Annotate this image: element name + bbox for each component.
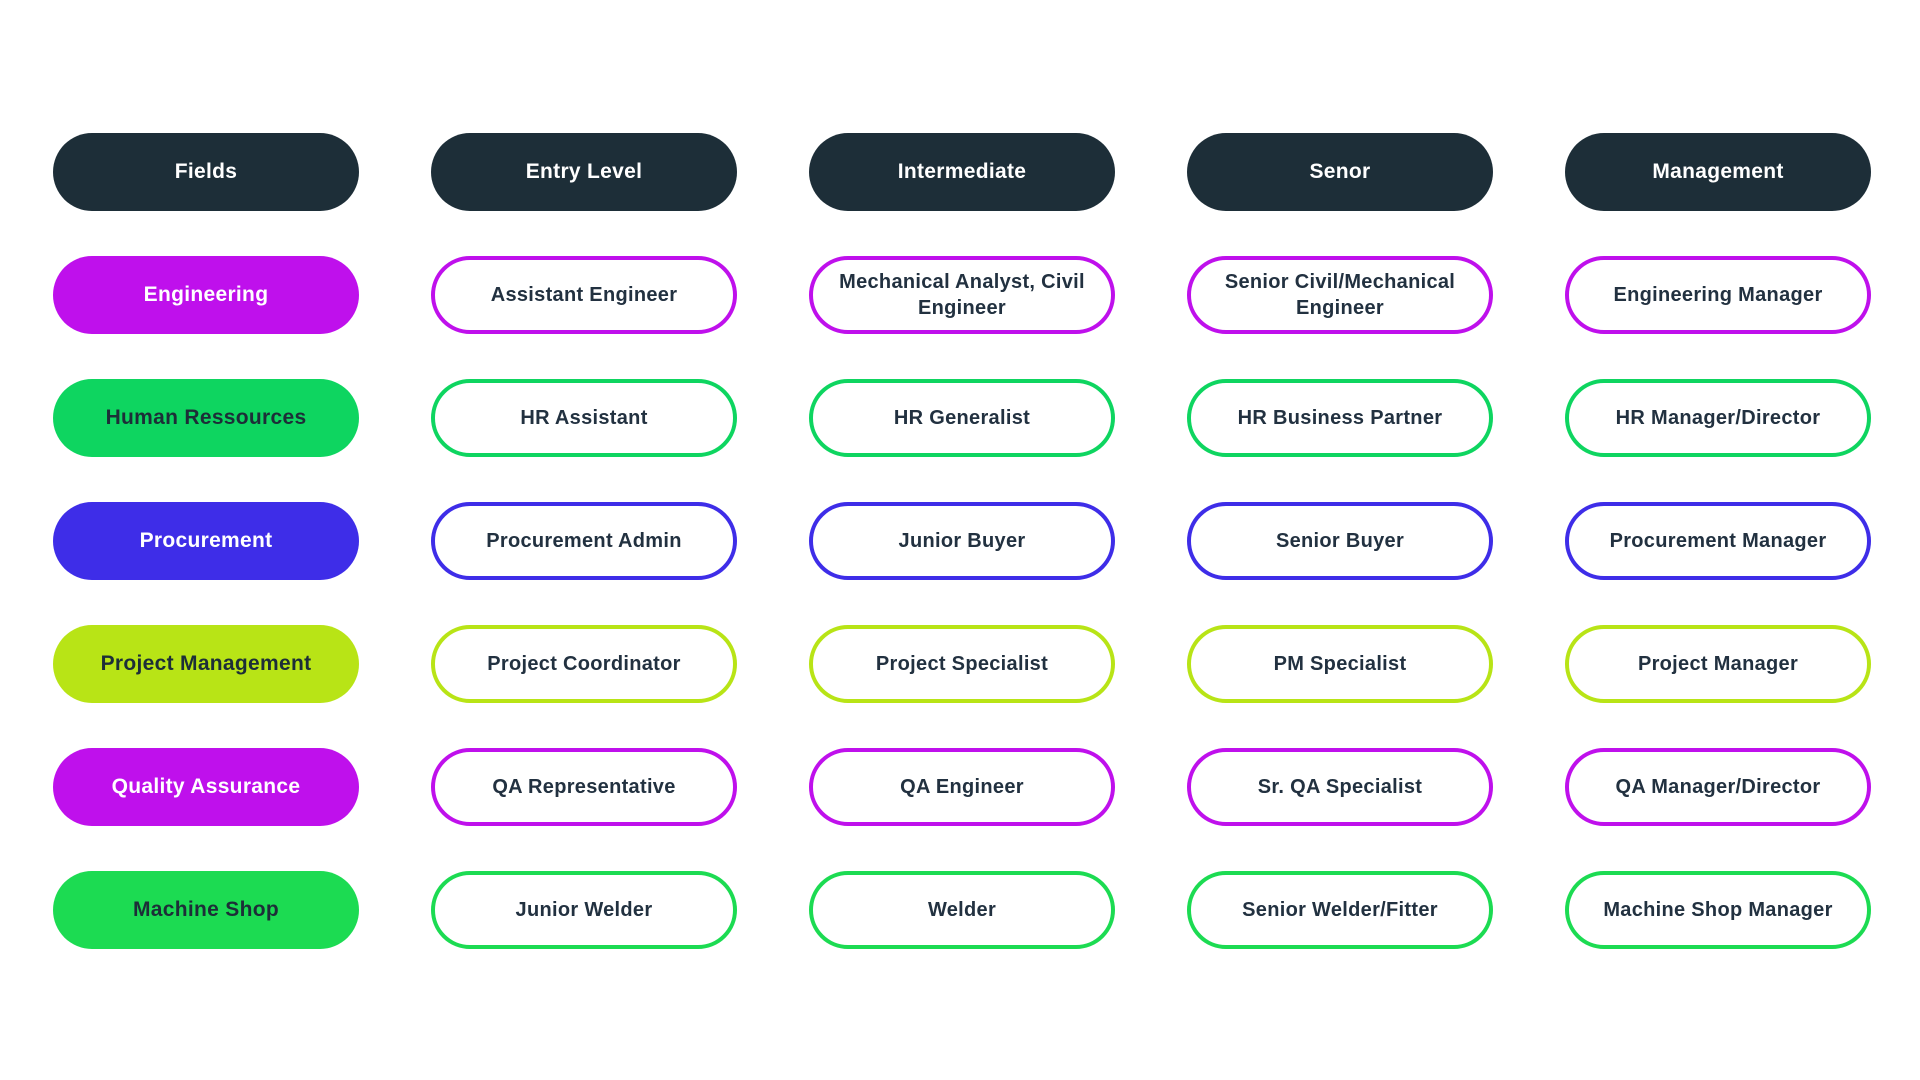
field-pill-human-ressources: Human Ressources <box>53 379 359 457</box>
role-pill: QA Manager/Director <box>1565 748 1871 826</box>
header-pill-entry-level: Entry Level <box>431 133 737 211</box>
career-path-matrix: Fields Entry Level Intermediate Senor Ma… <box>53 133 1871 949</box>
role-pill: Senior Buyer <box>1187 502 1493 580</box>
field-pill-quality-assurance: Quality Assurance <box>53 748 359 826</box>
header-pill-senor: Senor <box>1187 133 1493 211</box>
role-pill: HR Business Partner <box>1187 379 1493 457</box>
role-pill: Project Coordinator <box>431 625 737 703</box>
role-pill: Welder <box>809 871 1115 949</box>
role-pill: Sr. QA Specialist <box>1187 748 1493 826</box>
role-pill: HR Assistant <box>431 379 737 457</box>
role-pill: QA Representative <box>431 748 737 826</box>
role-pill: Machine Shop Manager <box>1565 871 1871 949</box>
role-pill: Junior Buyer <box>809 502 1115 580</box>
header-pill-fields: Fields <box>53 133 359 211</box>
field-pill-project-management: Project Management <box>53 625 359 703</box>
role-pill: QA Engineer <box>809 748 1115 826</box>
role-pill: Procurement Admin <box>431 502 737 580</box>
role-pill: Senior Civil/Mechanical Engineer <box>1187 256 1493 334</box>
role-pill: HR Generalist <box>809 379 1115 457</box>
role-pill: Assistant Engineer <box>431 256 737 334</box>
role-pill: Senior Welder/Fitter <box>1187 871 1493 949</box>
role-pill: PM Specialist <box>1187 625 1493 703</box>
role-pill: Project Specialist <box>809 625 1115 703</box>
role-pill: Procurement Manager <box>1565 502 1871 580</box>
role-pill: Mechanical Analyst, Civil Engineer <box>809 256 1115 334</box>
header-pill-intermediate: Intermediate <box>809 133 1115 211</box>
field-pill-engineering: Engineering <box>53 256 359 334</box>
role-pill: Project Manager <box>1565 625 1871 703</box>
field-pill-procurement: Procurement <box>53 502 359 580</box>
field-pill-machine-shop: Machine Shop <box>53 871 359 949</box>
role-pill: Junior Welder <box>431 871 737 949</box>
role-pill: Engineering Manager <box>1565 256 1871 334</box>
role-pill: HR Manager/Director <box>1565 379 1871 457</box>
header-pill-management: Management <box>1565 133 1871 211</box>
